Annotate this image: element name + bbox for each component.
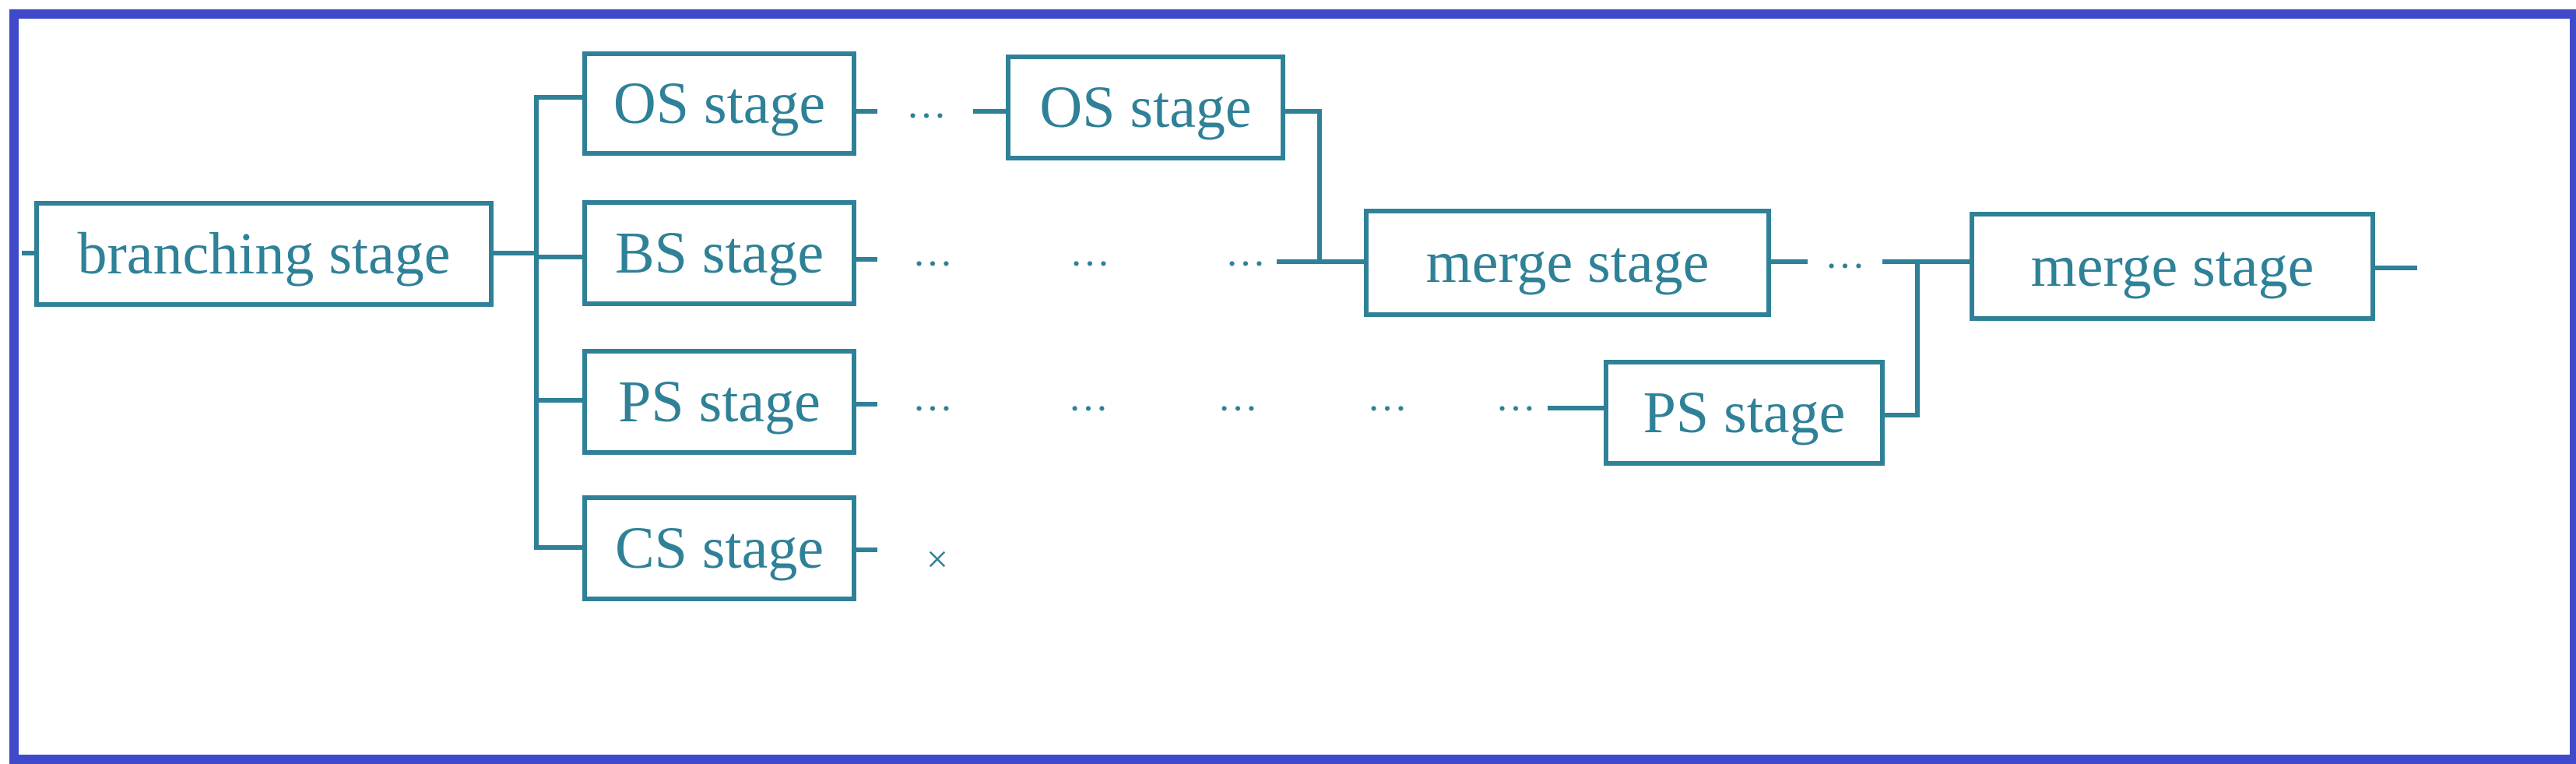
connector-line [854,402,877,407]
connector-line [854,257,877,262]
ellipsis: … [912,231,953,276]
ps-stage-box: PS stage [582,349,856,455]
connector-line [534,95,584,100]
connector-line [973,109,1006,114]
connector-line [22,251,37,255]
connector-line [854,109,877,114]
ellipsis: … [1068,375,1109,421]
merge-join-line [1915,259,1920,417]
connector-line [2373,266,2417,270]
ellipsis: … [1070,231,1110,276]
ellipsis: … [906,83,947,128]
ellipsis: … [1495,375,1536,421]
ellipsis: … [1218,375,1258,421]
cs-stage-box: CS stage [582,495,856,601]
diagram-frame [9,9,2576,764]
connector-line [854,547,877,552]
connector-line [534,545,584,550]
branch-trunk-line [534,95,539,550]
connector-line [1284,109,1322,114]
bs-stage-box: BS stage [582,200,856,306]
terminated-marker: × [926,537,949,581]
ellipsis: … [912,375,953,421]
ellipsis: … [1367,375,1407,421]
connector-line [1769,259,1808,264]
os-stage-box: OS stage [582,51,856,156]
connector-line [534,398,584,403]
connector-line [1548,406,1606,410]
branching-stage-box: branching stage [34,201,494,307]
merge-stage-box: merge stage [1364,209,1771,317]
os-stage-box: OS stage [1006,55,1285,160]
connector-line [493,251,536,255]
connector-line [1882,413,1920,417]
merge-join-line [1317,109,1322,264]
connector-line [1882,259,1984,264]
ps-stage-box: PS stage [1604,360,1885,466]
ellipsis: … [1225,231,1266,276]
ellipsis: … [1825,233,1865,278]
merge-stage-box: merge stage [1970,212,2375,321]
connector-line [1277,259,1365,264]
connector-line [534,255,584,259]
